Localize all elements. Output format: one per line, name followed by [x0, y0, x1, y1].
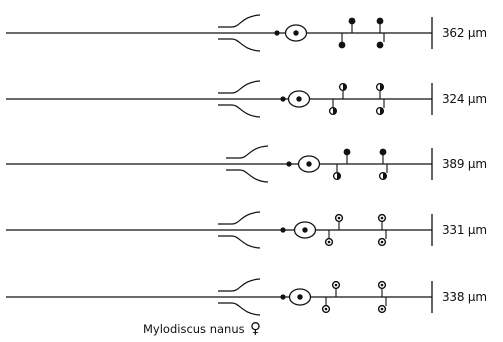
body-length-label: 389 µm — [442, 157, 487, 171]
specimen-row-4: 331 µm — [6, 211, 487, 249]
papilla-lower-2 — [376, 41, 384, 49]
papilla-lower-1-fill — [333, 107, 337, 115]
body-length-label: 331 µm — [442, 223, 487, 237]
ringed-organ-center — [302, 227, 308, 233]
pore-dot — [280, 294, 286, 300]
ringed-organ-center — [297, 294, 303, 300]
upper-lip-curve — [218, 211, 261, 225]
papilla-upper-2-fill — [380, 83, 384, 91]
upper-lip-curve — [218, 278, 261, 292]
upper-lip-curve — [218, 80, 261, 94]
lower-lip-curve — [218, 104, 261, 118]
papilla-upper-1-fill — [343, 83, 347, 91]
papilla-upper-1 — [343, 148, 351, 156]
papilla-lower-2-center — [380, 240, 384, 244]
specimen-row-3: 389 µm — [6, 145, 487, 183]
pore-dot — [286, 161, 292, 167]
papilla-lower-2-fill — [383, 172, 387, 180]
papilla-upper-2 — [379, 148, 387, 156]
body-length-label: 338 µm — [442, 290, 487, 304]
specimen-rows: 362 µm 324 µm 389 µm 331 µm 338 µm — [6, 14, 487, 316]
pore-dot — [280, 96, 286, 102]
papilla-upper-2-center — [380, 216, 384, 220]
upper-lip-curve — [218, 14, 261, 28]
ringed-organ-center — [306, 161, 312, 167]
papilla-lower-2-center — [380, 307, 384, 311]
specimen-row-1: 362 µm — [6, 14, 487, 52]
female-symbol: ♀ — [250, 319, 261, 337]
papilla-upper-1-center — [334, 283, 338, 287]
specimen-row-2: 324 µm — [6, 80, 487, 118]
lower-lip-curve — [218, 235, 261, 249]
papilla-lower-1-fill — [337, 172, 341, 180]
body-length-label: 362 µm — [442, 26, 487, 40]
lower-lip-curve — [218, 302, 261, 316]
lower-lip-curve — [218, 38, 261, 52]
body-length-label: 324 µm — [442, 92, 487, 106]
papilla-lower-2-fill — [380, 107, 384, 115]
papilla-lower-1-center — [324, 307, 328, 311]
lower-lip-curve — [226, 169, 269, 183]
papilla-upper-2-center — [380, 283, 384, 287]
papilla-lower-1 — [338, 41, 346, 49]
specimen-row-5: 338 µm — [6, 278, 487, 316]
papilla-upper-2 — [376, 17, 384, 25]
pore-dot — [274, 30, 280, 36]
species-caption: Mylodiscus nanus — [143, 322, 245, 336]
papilla-upper-1-center — [337, 216, 341, 220]
pore-dot — [280, 227, 286, 233]
papilla-upper-1 — [348, 17, 356, 25]
papilla-lower-1-center — [327, 240, 331, 244]
ringed-organ-center — [296, 96, 302, 102]
upper-lip-curve — [226, 145, 269, 159]
ringed-organ-center — [293, 30, 299, 36]
